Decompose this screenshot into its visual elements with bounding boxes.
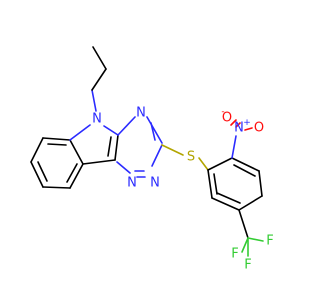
- indole-nitrogen-label: N: [92, 112, 102, 127]
- sulfur-label: S: [187, 150, 195, 165]
- triazine-nitrogen-top-label: N: [136, 106, 146, 121]
- nitro-oxygen-left-label: O: [222, 111, 232, 126]
- nitrophenyl-ring: [207, 157, 263, 211]
- triazine-nitrogen-bottom-right-label: N: [150, 176, 160, 191]
- nitro-nitrogen-charge: +: [243, 118, 251, 128]
- propyl-chain: [91, 46, 107, 112]
- atom-labels: N N N N S N + O - O F F F: [92, 106, 274, 273]
- nitro-nitrogen-label: N: [234, 121, 244, 136]
- thioether-link: [161, 144, 209, 171]
- trifluoromethyl-bonds: [238, 209, 264, 257]
- benzo-ring: [30, 137, 84, 189]
- molecule-structure-diagram: N N N N S N + O - O F F F: [30, 46, 274, 273]
- triazine-nitrogen-bottom-left-label: N: [127, 176, 137, 191]
- nitro-oxygen-left-charge: -: [221, 107, 224, 117]
- fluorine-1-label: F: [231, 247, 238, 262]
- triazine-ring-bonds: [116, 116, 163, 178]
- fluorine-2-label: F: [266, 234, 273, 249]
- nitro-group-bonds: [230, 119, 253, 159]
- pyrrole-ring-bonds: [69, 124, 119, 165]
- nitro-oxygen-bottom-label: O: [254, 121, 264, 136]
- fluorine-3-label: F: [244, 258, 251, 273]
